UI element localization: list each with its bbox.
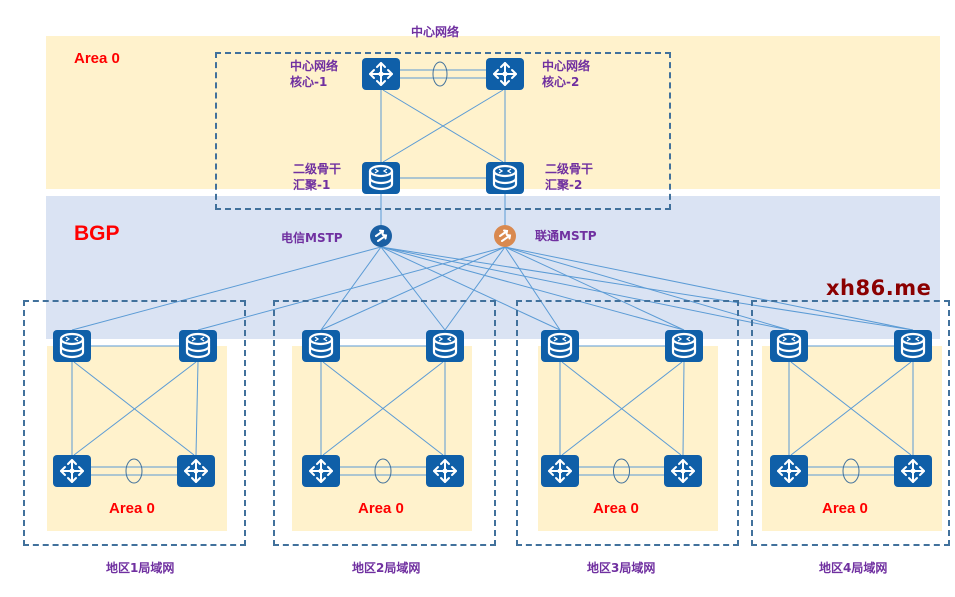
region-3-area-band [538, 346, 718, 531]
center-network-title: 中心网络 [411, 25, 460, 39]
region-2-caption: 地区2局域网 [352, 561, 421, 575]
unicom-region2-link-a [320, 246, 506, 331]
region3-cross-link-b [561, 361, 683, 456]
region-4-area-band [762, 346, 942, 531]
core2-agg1-link [382, 89, 504, 163]
region1-core-left[interactable] [53, 455, 91, 487]
watermark: xh86.me [826, 276, 932, 300]
agg-1-label-line2: 汇聚-1 [293, 178, 331, 192]
region2-core-left[interactable] [302, 455, 340, 487]
telecom-mstp-label: 电信MSTP [281, 231, 343, 245]
region1-core-right[interactable] [177, 455, 215, 487]
telecom-region4-link-a [380, 246, 790, 331]
region1-cross-link-a [73, 361, 195, 456]
region4-core-left[interactable] [770, 455, 808, 487]
unicom-region4-link-a [504, 246, 790, 331]
region3-core-left[interactable] [541, 455, 579, 487]
region1-right-link [195, 361, 199, 456]
region4-cross-link-b [790, 361, 912, 456]
region-3-caption: 地区3局域网 [587, 561, 656, 575]
core-1-label-line1: 中心网络 [290, 59, 339, 73]
region2-agg-right[interactable] [426, 330, 464, 362]
region-4-caption: 地区4局域网 [819, 561, 888, 575]
region3-agg-right[interactable] [665, 330, 703, 362]
region-3-area-label: Area 0 [593, 500, 639, 517]
region1-agg-right[interactable] [179, 330, 217, 362]
region-1-area-label: Area 0 [109, 500, 155, 517]
region-3-box [516, 300, 739, 546]
unicom-region2-link-b [444, 246, 506, 331]
core-1-device[interactable] [362, 58, 400, 90]
core-1-label: 中心网络 核心-1 [290, 58, 338, 90]
core-2-label-line2: 核心-2 [542, 75, 580, 89]
center-area-label: Area 0 [74, 50, 120, 67]
unicom-mstp-node[interactable] [494, 225, 516, 247]
region3-agg-left[interactable] [541, 330, 579, 362]
telecom-mstp-node[interactable] [370, 225, 392, 247]
region2-core-right[interactable] [426, 455, 464, 487]
region1-trunk-ellipse [125, 458, 143, 484]
region-1-box [23, 300, 246, 546]
region-4-box [751, 300, 950, 546]
region1-agg-left[interactable] [53, 330, 91, 362]
region-2-box [273, 300, 496, 546]
telecom-region2-link-a [320, 246, 382, 331]
center-network-box [215, 52, 671, 210]
unicom-region3-link-a [504, 246, 561, 331]
region3-right-link [682, 361, 685, 456]
region4-core-right[interactable] [894, 455, 932, 487]
agg-1-label-line1: 二级骨干 [293, 162, 342, 176]
unicom-region4-link-b [504, 246, 914, 331]
agg-1-device[interactable] [362, 162, 400, 194]
region-4-area-label: Area 0 [822, 500, 868, 517]
region2-trunk-ellipse [374, 458, 392, 484]
core-2-device[interactable] [486, 58, 524, 90]
core-2-label: 中心网络 核心-2 [542, 58, 590, 90]
bgp-label: BGP [74, 222, 120, 245]
region-1-area-band [47, 346, 227, 531]
agg-2-device[interactable] [486, 162, 524, 194]
region-2-area-band [292, 346, 472, 531]
agg-1-label: 二级骨干 汇聚-1 [293, 161, 341, 193]
region3-core-right[interactable] [664, 455, 702, 487]
unicom-mstp-label: 联通MSTP [535, 229, 597, 243]
region2-cross-link-b [322, 361, 444, 456]
region2-agg-left[interactable] [302, 330, 340, 362]
core-2-label-line1: 中心网络 [542, 59, 591, 73]
region4-agg-right[interactable] [894, 330, 932, 362]
region-2-area-label: Area 0 [358, 500, 404, 517]
agg-2-label: 二级骨干 汇聚-2 [545, 161, 593, 193]
telecom-region3-link-a [380, 246, 561, 331]
agg-2-label-line1: 二级骨干 [545, 162, 594, 176]
telecom-region1-link-a [71, 246, 382, 331]
bgp-band [46, 196, 940, 339]
unicom-region3-link-b [504, 246, 685, 331]
region4-agg-left[interactable] [770, 330, 808, 362]
region4-trunk-ellipse [842, 458, 860, 484]
core-1-label-line2: 核心-1 [290, 75, 328, 89]
region1-cross-link-b [73, 361, 197, 456]
region-1-caption: 地区1局域网 [106, 561, 175, 575]
agg-2-label-line2: 汇聚-2 [545, 178, 583, 192]
core-trunk-ellipse [432, 61, 448, 87]
region3-trunk-ellipse [613, 458, 630, 484]
